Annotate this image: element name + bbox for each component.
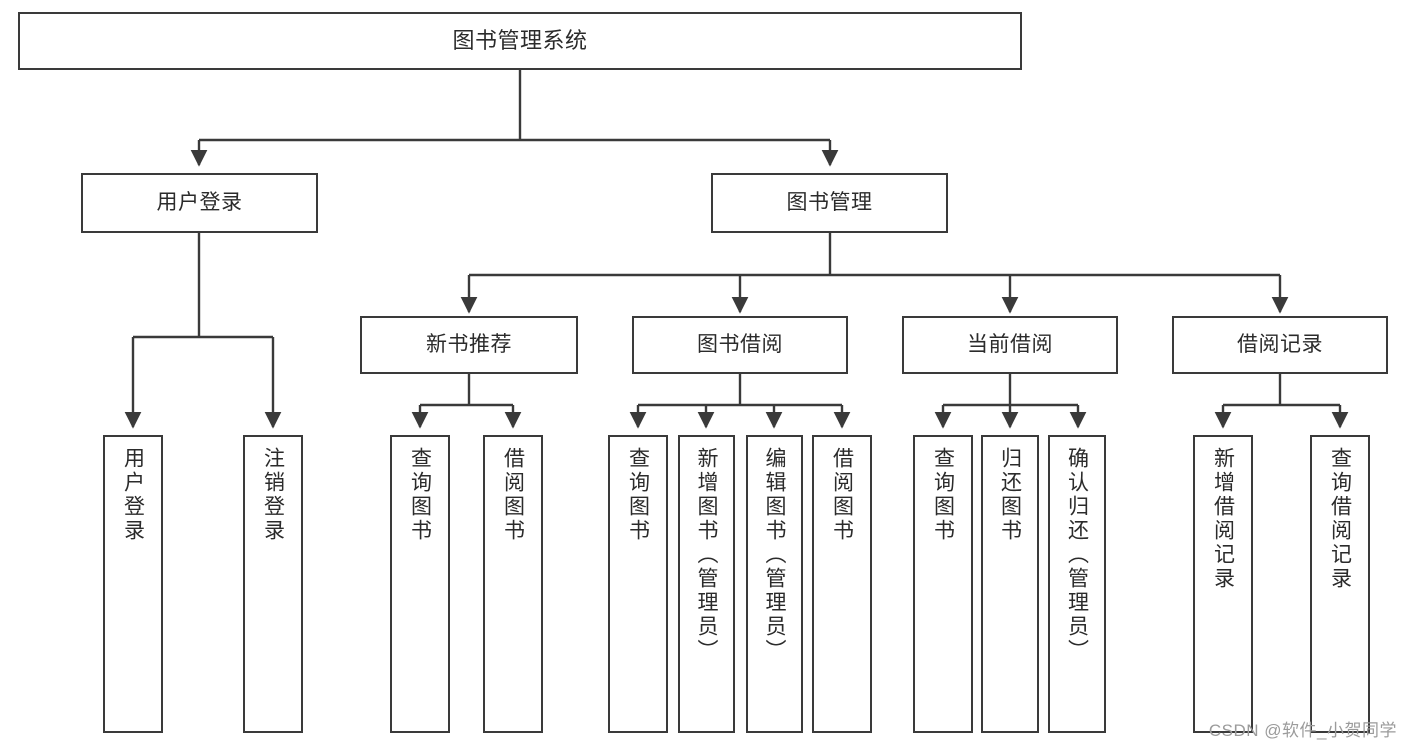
leaf-borrow-record-query[interactable]: 查询借阅记录 bbox=[1310, 435, 1370, 733]
leaf-user-login-login[interactable]: 用户登录 bbox=[103, 435, 163, 733]
leaf-new-book-borrow[interactable]: 借阅图书 bbox=[483, 435, 543, 733]
node-label: 用户登录 bbox=[156, 190, 243, 214]
leaf-current-borrow-return[interactable]: 归还图书 bbox=[981, 435, 1039, 733]
node-label: 查询图书 bbox=[626, 447, 650, 543]
node-borrow-record[interactable]: 借阅记录 bbox=[1172, 316, 1388, 374]
node-label: 确认归还（管理员） bbox=[1065, 447, 1089, 663]
leaf-current-borrow-confirm-return[interactable]: 确认归还（管理员） bbox=[1048, 435, 1106, 733]
node-label: 借阅图书 bbox=[830, 447, 854, 543]
node-label: 当前借阅 bbox=[967, 332, 1053, 356]
node-label: 借阅记录 bbox=[1237, 332, 1323, 356]
node-label: 新增借阅记录 bbox=[1211, 447, 1235, 591]
leaf-book-borrow-add[interactable]: 新增图书（管理员） bbox=[678, 435, 735, 733]
node-label: 图书管理 bbox=[786, 190, 873, 214]
node-label: 用户登录 bbox=[121, 447, 145, 543]
node-label: 查询图书 bbox=[931, 447, 955, 543]
leaf-current-borrow-query[interactable]: 查询图书 bbox=[913, 435, 973, 733]
node-label: 查询借阅记录 bbox=[1328, 447, 1352, 591]
node-new-book-recommend[interactable]: 新书推荐 bbox=[360, 316, 578, 374]
node-label: 归还图书 bbox=[998, 447, 1022, 543]
node-label: 图书借阅 bbox=[697, 332, 783, 356]
node-book-borrow[interactable]: 图书借阅 bbox=[632, 316, 848, 374]
node-user-login[interactable]: 用户登录 bbox=[81, 173, 318, 233]
leaf-book-borrow-borrow[interactable]: 借阅图书 bbox=[812, 435, 872, 733]
leaf-new-book-query[interactable]: 查询图书 bbox=[390, 435, 450, 733]
node-label: 编辑图书（管理员） bbox=[763, 447, 786, 663]
node-current-borrow[interactable]: 当前借阅 bbox=[902, 316, 1118, 374]
node-label: 借阅图书 bbox=[501, 447, 525, 543]
leaf-user-login-logout[interactable]: 注销登录 bbox=[243, 435, 303, 733]
node-label: 查询图书 bbox=[408, 447, 432, 543]
node-label: 新增图书（管理员） bbox=[695, 447, 718, 663]
node-label: 注销登录 bbox=[261, 447, 285, 543]
leaf-book-borrow-edit[interactable]: 编辑图书（管理员） bbox=[746, 435, 803, 733]
node-book-management[interactable]: 图书管理 bbox=[711, 173, 948, 233]
node-label: 图书管理系统 bbox=[452, 28, 588, 54]
leaf-book-borrow-query[interactable]: 查询图书 bbox=[608, 435, 668, 733]
leaf-borrow-record-add[interactable]: 新增借阅记录 bbox=[1193, 435, 1253, 733]
watermark: CSDN @软件_小贺同学 bbox=[1208, 721, 1397, 740]
node-root-book-management-system[interactable]: 图书管理系统 bbox=[18, 12, 1022, 70]
node-label: 新书推荐 bbox=[426, 332, 512, 356]
